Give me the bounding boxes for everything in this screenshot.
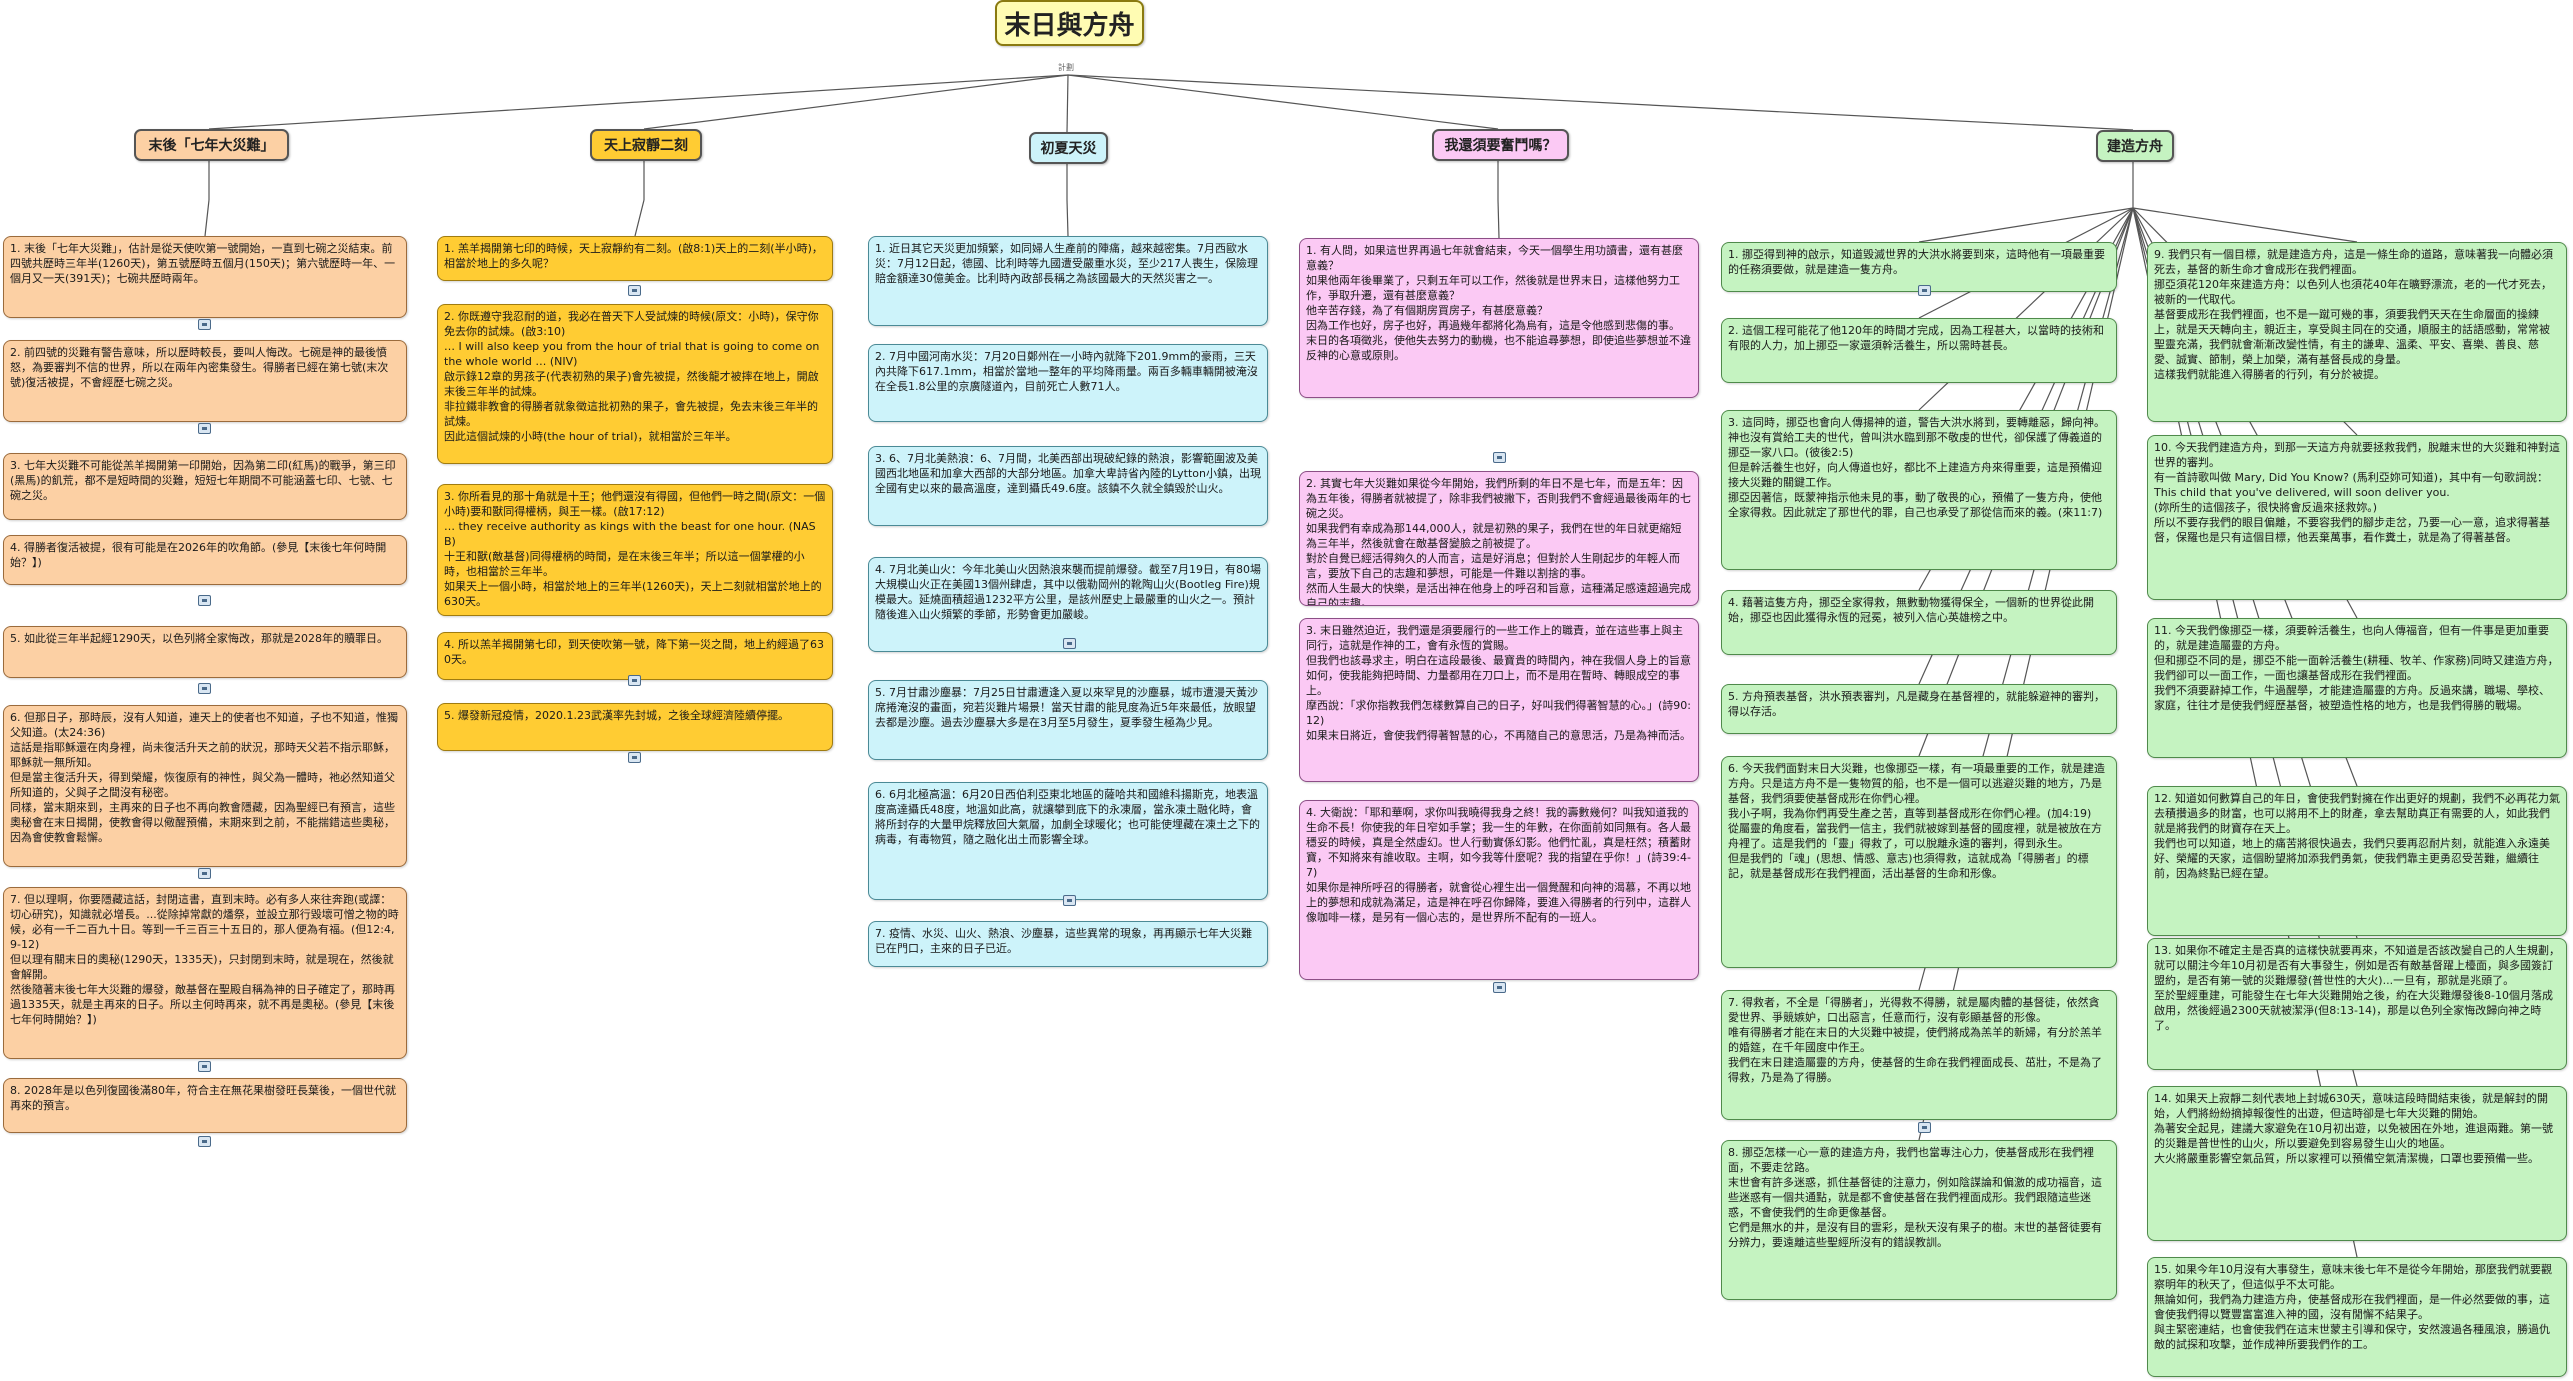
tribulation-note-1[interactable]: 1. 末後「七年大災難」，估計是從天使吹第一號開始，一直到七碗之災結束。前四號共…: [3, 236, 407, 318]
ark-note-4[interactable]: 4. 藉著這隻方舟，挪亞全家得救，無數動物獲得保全，一個新的世界從此開始，挪亞也…: [1721, 590, 2117, 655]
tribulation-note-6[interactable]: 6. 但那日子，那時辰，沒有人知道，連天上的使者也不知道，子也不知道，惟獨父知道…: [3, 705, 407, 867]
connector-line: [1067, 74, 1499, 130]
tribulation-note-4[interactable]: 4. 得勝者復活被提，很有可能是在2026年的吹角節。(參見【末後七年何時開始？…: [3, 535, 407, 585]
branch-seven-year-tribulation[interactable]: 末後「七年大災難」: [134, 129, 289, 161]
ark-note-13[interactable]: 13. 如果你不確定主是否真的這樣快就要再來，不知道是否該改變自己的人生規劃，就…: [2147, 938, 2567, 1070]
strive-note-2[interactable]: 2. 其實七年大災難如果從今年開始，我們所剩的年日不是七年，而是五年：因為五年後…: [1299, 471, 1699, 606]
note-attachment-icon[interactable]: [198, 1136, 211, 1147]
ark-note-10[interactable]: 10. 今天我們建造方舟，到那一天這方舟就要拯救我們，脫離末世的大災難和神對這世…: [2147, 435, 2567, 600]
note-attachment-icon[interactable]: [1063, 895, 1076, 906]
disaster-note-5[interactable]: 5. 7月甘肅沙塵暴：7月25日甘肅遭逢入夏以來罕見的沙塵暴，城市遭漫天黃沙席捲…: [868, 680, 1268, 760]
disaster-note-6[interactable]: 6. 6月北極高溫：6月20日西伯利亞東北地區的薩哈共和國維科揚斯克，地表溫度高…: [868, 782, 1268, 900]
connector-line: [1066, 74, 1069, 133]
note-attachment-icon[interactable]: [1918, 285, 1931, 296]
branch-still-strive[interactable]: 我還須要奮鬥嗎？: [1432, 129, 1569, 161]
strive-note-4[interactable]: 4. 大衛說：「耶和華啊，求你叫我曉得我身之終！我的壽數幾何？叫我知道我的生命不…: [1299, 800, 1699, 980]
ark-note-1[interactable]: 1. 挪亞得到神的啟示，知道毀滅世界的大洪水將要到來，這時他有一項最重要的任務須…: [1721, 242, 2117, 292]
ark-note-9[interactable]: 9. 我們只有一個目標，就是建造方舟，這是一條生命的道路，意味著我一向體必須死去…: [2147, 242, 2567, 422]
tribulation-note-5[interactable]: 5. 如此從三年半起經1290天，以色列將全家悔改，那就是2028年的贖罪日。: [3, 626, 407, 678]
ark-note-8[interactable]: 8. 挪亞怎樣一心一意的建造方舟，我們也當專注心力，使基督成形在我們裡面，不要走…: [1721, 1140, 2117, 1300]
note-attachment-icon[interactable]: [198, 1061, 211, 1072]
connector-line: [2132, 207, 2358, 243]
disaster-note-4[interactable]: 4. 7月北美山火：今年北美山火因熱浪來襲而提前爆發。截至7月19日，有80場大…: [868, 557, 1268, 652]
tribulation-note-8[interactable]: 8. 2028年是以色列復國後滿80年，符合主在無花果樹發旺長葉後，一個世代就再…: [3, 1078, 407, 1133]
ark-note-7[interactable]: 7. 得救者，不全是「得勝者」，光得救不得勝，就是屬肉體的基督徒，依然貪愛世界、…: [1721, 990, 2117, 1120]
connector-line: [1497, 199, 1500, 239]
note-attachment-icon[interactable]: [1063, 638, 1076, 649]
silence-note-4[interactable]: 4. 所以羔羊揭開第七印，到天使吹第一號，降下第一災之間，地上約經過了630天。: [437, 632, 833, 680]
connector-line: [634, 199, 645, 237]
note-attachment-icon[interactable]: [1493, 452, 1506, 463]
disaster-note-2[interactable]: 2. 7月中國河南水災：7月20日鄭州在一小時內就降下201.9mm的豪雨，三天…: [868, 344, 1268, 422]
note-attachment-icon[interactable]: [198, 683, 211, 694]
note-attachment-icon[interactable]: [1493, 982, 1506, 993]
silence-note-5[interactable]: 5. 爆發新冠疫情，2020.1.23武漢率先封城，之後全球經濟陸續停擺。: [437, 703, 833, 751]
root-topic[interactable]: 末日與方舟: [995, 0, 1144, 46]
connector-line: [1067, 74, 2134, 131]
ark-note-12[interactable]: 12. 知道如何數算自己的年日，會使我們對擁在作出更好的規劃，我們不必再花力氣去…: [2147, 786, 2567, 936]
silence-note-3[interactable]: 3. 你所看見的那十角就是十王；他們還沒有得國，但他們一時之間(原文：一個小時)…: [437, 484, 833, 616]
note-attachment-icon[interactable]: [198, 595, 211, 606]
ark-note-3[interactable]: 3. 這同時，挪亞也會向人傳揚神的道，警告大洪水將到，要轉離惡，歸向神。 神也沒…: [1721, 410, 2117, 570]
note-attachment-icon[interactable]: [198, 423, 211, 434]
silence-note-1[interactable]: 1. 羔羊揭開第七印的時候，天上寂靜約有二刻。(啟8:1)天上的二刻(半小時)，…: [437, 236, 833, 281]
tribulation-note-7[interactable]: 7. 但以理啊，你要隱藏這話，封閉這書，直到末時。必有多人來往奔跑(或譯：切心研…: [3, 887, 407, 1059]
connector-line: [204, 199, 210, 237]
note-attachment-icon[interactable]: [198, 868, 211, 879]
ark-note-15[interactable]: 15. 如果今年10月沒有大事發生，意味末後七年不是從今年開始，那麼我們就要觀察…: [2147, 1257, 2567, 1377]
note-attachment-icon[interactable]: [628, 675, 641, 686]
branch-early-summer-disasters[interactable]: 初夏天災: [1029, 132, 1108, 164]
connector-line: [643, 74, 1069, 130]
branch-build-the-ark[interactable]: 建造方舟: [2096, 130, 2174, 162]
note-attachment-icon[interactable]: [628, 752, 641, 763]
ark-note-11[interactable]: 11. 今天我們像挪亞一樣，須要幹活養生，也向人傳福音，但有一件事是更加重要的，…: [2147, 618, 2567, 758]
ark-note-2[interactable]: 2. 這個工程可能花了他120年的時間才完成，因為工程甚大，以當時的技術和有限的…: [1721, 318, 2117, 383]
branch-silence-in-heaven[interactable]: 天上寂靜二刻: [590, 129, 702, 161]
disaster-note-7[interactable]: 7. 疫情、水災、山火、熱浪、沙塵暴，這些異常的現象，再再顯示七年大災難已在門口…: [868, 921, 1268, 967]
ark-note-6[interactable]: 6. 今天我們面對末日大災難，也像挪亞一樣，有一項最重要的工作，就是建造方舟。只…: [1721, 756, 2117, 968]
disaster-note-1[interactable]: 1. 近日其它天災更加頻繁，如同婦人生產前的陣痛，越來越密集。7月西歐水災：7月…: [868, 236, 1268, 326]
ark-note-14[interactable]: 14. 如果天上寂靜二刻代表地上封城630天，意味這段時間結束後，就是解封的開始…: [2147, 1086, 2567, 1241]
disaster-note-3[interactable]: 3. 6、7月北美熱浪：6、7月間，北美西部出現破紀錄的熱浪，影響範圍波及美國西…: [868, 446, 1268, 526]
silence-note-2[interactable]: 2. 你既遵守我忍耐的道，我必在普天下人受試煉的時候(原文：小時)，保守你免去你…: [437, 304, 833, 464]
connector-line: [208, 74, 1069, 130]
connector-line: [1066, 199, 1069, 237]
tribulation-note-2[interactable]: 2. 前四號的災難有警告意味，所以歷時較長，要叫人悔改。七碗是神的最後憤怒，為要…: [3, 340, 407, 422]
tribulation-note-3[interactable]: 3. 七年大災難不可能從羔羊揭開第一印開始，因為第二印(紅馬)的戰爭，第三印(黑…: [3, 453, 407, 520]
connector-line: [1918, 207, 2134, 243]
note-attachment-icon[interactable]: [1918, 1122, 1931, 1133]
strive-note-3[interactable]: 3. 末日雖然迫近，我們還是須要履行的一些工作上的職責，並在這些事上與主同行，這…: [1299, 618, 1699, 782]
note-attachment-icon[interactable]: [198, 319, 211, 330]
note-attachment-icon[interactable]: [628, 285, 641, 296]
root-sub-tag: 計劃: [1058, 63, 1074, 72]
strive-note-1[interactable]: 1. 有人問，如果這世界再過七年就會結束，今天一個學生用功讀書，還有甚麼意義？ …: [1299, 238, 1699, 398]
ark-note-5[interactable]: 5. 方舟預表基督，洪水預表審判，凡是藏身在基督裡的，就能躲避神的審判，得以存活…: [1721, 684, 2117, 734]
root-title: 末日與方舟: [1004, 10, 1135, 41]
